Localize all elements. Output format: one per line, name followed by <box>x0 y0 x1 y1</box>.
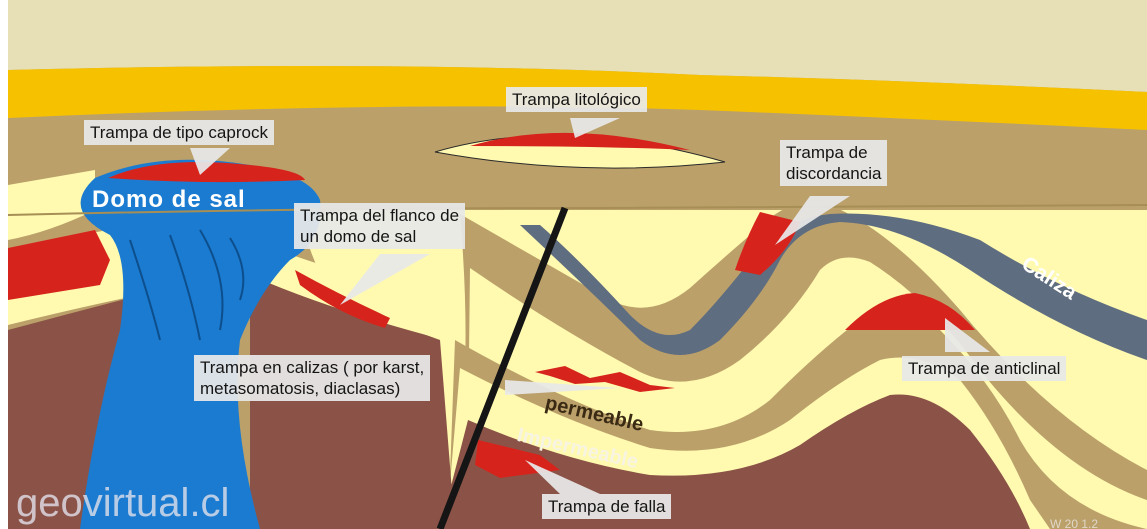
callout-discordancia: Trampa de discordancia <box>780 140 888 186</box>
anticlinal-trap-red <box>845 293 975 330</box>
callout-litologico-text: Trampa litológico <box>512 90 641 109</box>
caliza-band <box>520 213 1147 360</box>
salt-flow-lines <box>129 229 245 341</box>
callout-flanco: Trampa del flanco de un domo de sal <box>294 203 466 249</box>
watermark: geovirtual.cl <box>16 481 230 525</box>
callout-anticlinal-text: Trampa de anticlinal <box>908 359 1061 378</box>
left-flank-trap-red <box>8 230 110 300</box>
discordancia-pointer <box>775 196 850 245</box>
caprock-trap-red <box>108 161 305 183</box>
flanco-pointer <box>340 254 430 305</box>
callout-discordancia-line2: discordancia <box>786 164 882 183</box>
falla-pointer <box>525 460 600 494</box>
left-cream-band <box>8 170 95 240</box>
callout-falla: Trampa de falla <box>542 494 672 519</box>
salt-dome <box>80 159 321 529</box>
discordancia-trap-red <box>735 212 800 275</box>
callout-caprock: Trampa de tipo caprock <box>84 120 274 145</box>
callout-litologico: Trampa litológico <box>506 87 647 112</box>
litologico-pointer <box>570 118 620 138</box>
callout-anticlinal: Trampa de anticlinal <box>902 356 1067 381</box>
flank-trap-red <box>295 270 390 328</box>
callout-flanco-line2: un domo de sal <box>300 227 417 246</box>
litologic-trap-red <box>470 132 690 150</box>
anticlinal-pointer <box>945 318 990 352</box>
caliza-karst-red <box>535 366 675 392</box>
callout-calizas: Trampa en calizas ( por karst, metasomat… <box>194 355 431 401</box>
flank-cream-wedge <box>250 240 445 340</box>
fault-line <box>436 206 569 529</box>
callout-flanco-line1: Trampa del flanco de <box>300 206 460 225</box>
corner-mark: W 20 1.2 <box>1050 517 1099 529</box>
surface-layer <box>8 0 1147 92</box>
salt-dome-label: Domo de sal <box>92 186 246 213</box>
caprock-pointer <box>190 148 230 175</box>
callout-falla-text: Trampa de falla <box>548 497 666 516</box>
callout-calizas-line2: metasomatosis, diaclasas) <box>200 379 401 398</box>
callout-caprock-text: Trampa de tipo caprock <box>90 123 268 142</box>
calizas-pointer <box>505 380 620 395</box>
callout-calizas-line1: Trampa en calizas ( por karst, <box>200 358 425 377</box>
callout-discordancia-line1: Trampa de <box>786 143 868 162</box>
